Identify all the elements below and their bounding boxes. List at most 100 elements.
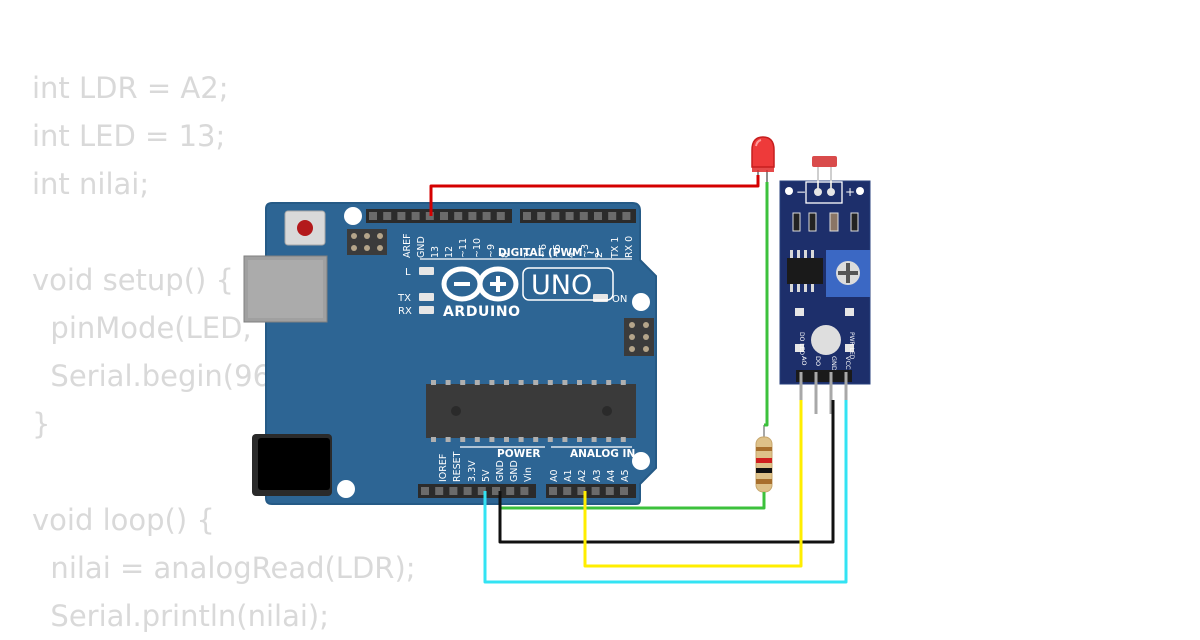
header-pin[interactable] [440, 212, 448, 220]
reset-button[interactable] [284, 210, 326, 246]
chip-pin [460, 437, 466, 442]
header-pin[interactable] [435, 487, 444, 495]
code-line: void loop() { [32, 503, 215, 537]
chip-pin [474, 380, 480, 385]
chip-pin [518, 437, 524, 442]
header-pin[interactable] [620, 487, 628, 495]
chip-pin [620, 437, 626, 442]
header-pin[interactable] [594, 212, 602, 220]
chip-pin [533, 380, 539, 385]
svg-text:TX: TX [397, 293, 411, 304]
chip-pin [606, 437, 612, 442]
module-hole [856, 187, 864, 195]
chip-pin [518, 380, 524, 385]
header-pin[interactable] [591, 487, 600, 495]
header-pin[interactable] [565, 212, 574, 220]
header-pin[interactable] [549, 487, 557, 495]
header-pin[interactable] [506, 487, 515, 495]
mounting-hole [344, 207, 362, 225]
header-pin[interactable] [520, 487, 529, 495]
svg-text:RX: RX [398, 306, 412, 317]
header-pin[interactable] [468, 212, 477, 220]
chip-pin [504, 380, 509, 385]
mounting-hole [632, 452, 650, 470]
header-pin[interactable] [397, 212, 406, 220]
wire-cyan[interactable] [483, 400, 848, 584]
chip-pin [620, 380, 626, 385]
header-pin[interactable] [551, 212, 560, 220]
chip-pin [489, 380, 495, 385]
pin-label: GND [509, 460, 520, 482]
chip-pin [460, 380, 466, 385]
header-pin[interactable] [383, 212, 392, 220]
wires[interactable] [429, 175, 848, 584]
header-pin[interactable] [463, 487, 472, 495]
led-rx: RX [398, 306, 434, 317]
chip-pin [474, 437, 480, 442]
header-pin[interactable] [622, 212, 631, 220]
header-pin[interactable] [605, 487, 614, 495]
uno-model-text: UNO [531, 270, 592, 301]
module-pin-label: AO [800, 356, 808, 365]
pin-label: ~6 [538, 244, 549, 258]
digital-header-strip[interactable] [366, 209, 636, 223]
chip-pin [577, 437, 582, 442]
module-do-led-label: DO LED [798, 332, 805, 355]
mounting-hole [632, 293, 650, 311]
code-line: int LED = 13; [32, 119, 226, 153]
pin-label: GND [416, 236, 427, 258]
wire-black[interactable] [498, 400, 835, 544]
wire-yellow[interactable] [583, 400, 803, 568]
header-pin[interactable] [537, 212, 546, 220]
pin-label: ~9 [486, 244, 497, 258]
resistor[interactable] [755, 425, 773, 508]
header-pin[interactable] [523, 212, 531, 220]
pin-label: ~3 [580, 244, 591, 258]
arduino-infinity-logo [441, 266, 519, 302]
wire-green[interactable] [764, 182, 769, 427]
red-led[interactable] [751, 136, 775, 186]
module-pwr-led-label: PWR LED [848, 332, 855, 360]
header-pin[interactable] [579, 212, 588, 220]
potentiometer[interactable] [826, 250, 870, 297]
wire-red[interactable] [429, 175, 760, 216]
chip-pin [591, 437, 597, 442]
header-pin[interactable] [608, 212, 617, 220]
chip-pin [562, 380, 568, 385]
chip-pin [547, 437, 553, 442]
header-pin[interactable] [421, 487, 429, 495]
pin-label: Vin [523, 467, 534, 482]
power-header-strip[interactable] [418, 484, 636, 498]
header-pin[interactable] [449, 487, 458, 495]
code-line: void setup() { [32, 263, 234, 297]
header-pin[interactable] [454, 212, 463, 220]
pin-label: GND [495, 460, 506, 482]
code-line: Serial.println(nilai); [32, 599, 330, 633]
pin-label: 3.3V [467, 460, 478, 482]
atmega-chip [426, 380, 636, 442]
pin-label: A1 [563, 469, 574, 482]
uno-badge [522, 267, 614, 301]
pin-label: 8 [500, 252, 511, 258]
header-pin[interactable] [563, 487, 572, 495]
header-pin[interactable] [411, 212, 420, 220]
header-pin[interactable] [369, 212, 377, 220]
header-pin[interactable] [482, 212, 491, 220]
comparator-ic [787, 250, 823, 292]
pin-label: ~5 [552, 244, 563, 258]
header-pin[interactable] [477, 487, 486, 495]
photoresistor [805, 156, 843, 204]
header-pin[interactable] [496, 212, 505, 220]
module-plus-mark: + [845, 185, 855, 199]
header-pin[interactable] [492, 487, 500, 495]
chip-pin [533, 437, 539, 442]
header-pin[interactable] [577, 487, 586, 495]
digital-header-label: DIGITAL (PWM ~) [498, 247, 600, 259]
pin-label: 4 [566, 252, 577, 258]
